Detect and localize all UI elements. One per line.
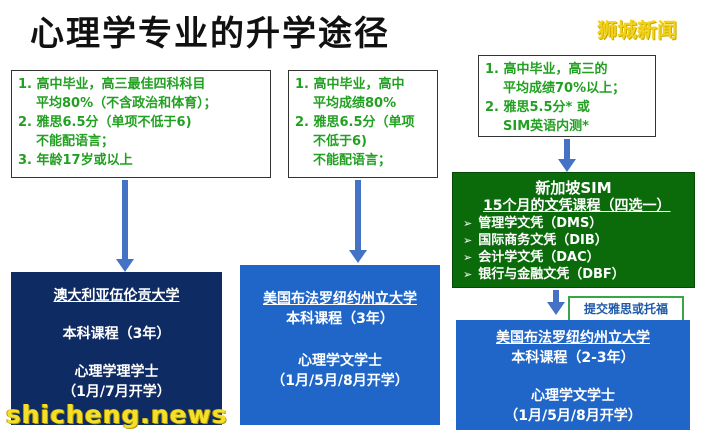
- degree-name: 心理学文学士: [531, 388, 615, 404]
- degree-name: 心理学文学士: [298, 353, 382, 369]
- requirement-line: 平均成绩70%以上；: [503, 81, 626, 96]
- requirement-line: 3. 年龄17岁或以上: [18, 153, 133, 168]
- arrow-shaft: [564, 139, 570, 161]
- requirement-line: 不能配语言；: [36, 134, 115, 149]
- requirement-line: SIM英语内测*: [503, 119, 589, 134]
- arrow-shaft: [122, 180, 128, 262]
- watermark-logo-text: 狮城新闻: [597, 18, 677, 42]
- university-name: 美国布法罗纽约州立大学: [496, 330, 650, 346]
- arrow-shaft: [553, 290, 559, 304]
- diploma-options-list: 管理学文凭（DMS） 国际商务文凭（DIB） 会计学文凭（DAC） 银行与金融文…: [453, 215, 694, 283]
- program-duration: 本科课程（3年）: [286, 311, 394, 327]
- diploma-option: 国际商务文凭（DIB）: [463, 232, 694, 249]
- sim-title: 新加坡SIM: [535, 179, 612, 197]
- intake-months: （1月/5月/8月开学）: [504, 408, 642, 424]
- sim-subtitle: 15个月的文凭课程（四选一）: [483, 198, 671, 214]
- ielts-toefl-note: 提交雅思或托福: [568, 296, 684, 322]
- arrow-down-icon: [558, 159, 576, 172]
- degree-name: 心理学理学士: [74, 364, 159, 380]
- page-title: 心理学专业的升学途径: [30, 14, 390, 54]
- arrow-down-icon: [547, 302, 565, 315]
- intake-months: （1月/7月开学）: [62, 384, 171, 400]
- university-name: 美国布法罗纽约州立大学: [263, 291, 417, 307]
- requirement-line: 平均80%（不含政治和体育）；: [36, 96, 217, 111]
- requirement-line: 不能配语言；: [313, 153, 392, 168]
- university-box-buffalo: 美国布法罗纽约州立大学 本科课程（3年） 心理学文学士 （1月/5月/8月开学）: [240, 265, 440, 425]
- diploma-option: 会计学文凭（DAC）: [463, 249, 694, 266]
- arrow-down-icon: [116, 259, 134, 272]
- university-box-wollongong: 澳大利亚伍伦贡大学 本科课程（3年） 心理学理学士 （1月/7月开学）: [11, 272, 222, 425]
- university-box-buffalo-sim: 美国布法罗纽约州立大学 本科课程（2-3年） 心理学文学士 （1月/5月/8月开…: [456, 320, 690, 430]
- university-name: 澳大利亚伍伦贡大学: [53, 288, 180, 304]
- requirement-line: 2. 雅思6.5分（单项: [295, 115, 415, 130]
- requirement-line: 1. 高中毕业，高三最佳四科科目: [18, 77, 206, 92]
- requirements-box-sim: 1. 高中毕业，高三的 平均成绩70%以上； 2. 雅思5.5分* 或 SIM英…: [478, 55, 656, 137]
- arrow-down-icon: [349, 250, 367, 263]
- requirement-line: 不低于6): [313, 134, 367, 149]
- program-duration: 本科课程（2-3年）: [511, 350, 635, 366]
- requirement-line: 2. 雅思5.5分* 或: [485, 100, 590, 115]
- requirement-line: 平均成绩80%: [313, 96, 397, 111]
- requirement-line: 1. 高中毕业，高三的: [485, 62, 608, 77]
- requirement-line: 1. 高中毕业，高中: [295, 77, 405, 92]
- sim-diploma-box: 新加坡SIM 15个月的文凭课程（四选一） 管理学文凭（DMS） 国际商务文凭（…: [452, 172, 695, 288]
- requirements-box-wollongong: 1. 高中毕业，高三最佳四科科目 平均80%（不含政治和体育）； 2. 雅思6.…: [11, 70, 271, 178]
- arrow-shaft: [355, 180, 361, 252]
- program-duration: 本科课程（3年）: [62, 326, 171, 342]
- diploma-option: 管理学文凭（DMS）: [463, 215, 694, 232]
- requirement-line: 2. 雅思6.5分（单项不低于6): [18, 115, 192, 130]
- intake-months: （1月/5月/8月开学）: [271, 373, 409, 389]
- diploma-option: 银行与金融文凭（DBF）: [463, 266, 694, 283]
- watermark-site-text: shicheng.news: [6, 400, 228, 429]
- requirements-box-buffalo: 1. 高中毕业，高中 平均成绩80% 2. 雅思6.5分（单项 不低于6) 不能…: [288, 70, 438, 178]
